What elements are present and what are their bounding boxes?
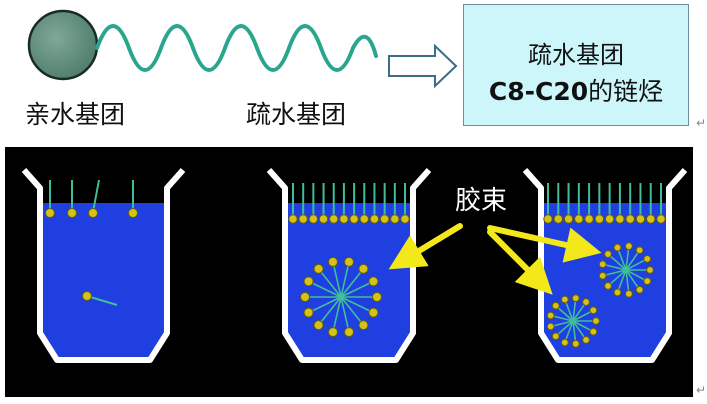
hydrophobic-tail-wave xyxy=(95,24,378,72)
surface-monolayer-beaker-3 xyxy=(543,183,666,224)
micelle-label: 胶束 xyxy=(455,186,508,216)
surface-monolayer-beaker-2 xyxy=(288,183,410,224)
micelle-beaker-3-upper xyxy=(598,242,654,298)
box-title: 疏水基团 xyxy=(528,41,624,69)
paragraph-mark-bottom: ↵ xyxy=(696,383,707,397)
hydrophobic-group-label: 疏水基团 xyxy=(246,100,347,129)
surface-molecules-beaker-1 xyxy=(49,179,134,213)
paragraph-mark-top: ↵ xyxy=(696,116,707,130)
box-chain-text: C8-C20的链烃 xyxy=(464,72,688,108)
hollow-right-arrow xyxy=(388,43,458,89)
hydrophobic-definition-box: 疏水基团 C8-C20的链烃 xyxy=(463,4,689,126)
micelle-pointer-arrows xyxy=(388,223,602,295)
hydrophilic-head-sphere xyxy=(27,9,99,81)
free-molecule xyxy=(82,291,92,301)
micelle-beaker-2 xyxy=(300,256,382,338)
carbon-range: C8-C20 xyxy=(488,77,589,106)
micelle-beaker-3-lower xyxy=(546,294,600,348)
chain-suffix: 的链烃 xyxy=(588,77,664,106)
beaker-1 xyxy=(21,168,186,363)
hydrophilic-group-label: 亲水基团 xyxy=(25,100,126,129)
